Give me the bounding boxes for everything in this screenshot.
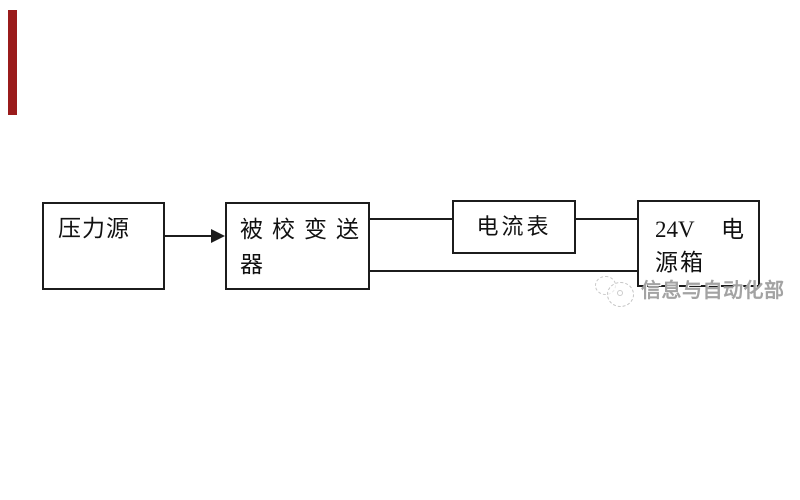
ammeter-label: 电流表 <box>476 214 552 239</box>
power-supply-label-line2: 源箱 <box>655 250 705 275</box>
signal-wire-transmitter-to-ammeter <box>370 218 452 220</box>
return-wire-transmitter-to-power <box>370 270 637 272</box>
transmitter-label-line2: 器 <box>240 252 263 277</box>
box-transmitter-under-test: 被校变送 器 <box>225 202 370 290</box>
box-pressure-source: 压力源 <box>42 202 165 290</box>
pressure-source-label: 压力源 <box>58 216 130 241</box>
arrowhead-right-icon <box>211 229 225 243</box>
watermark-text: 信息与自动化部 <box>641 280 785 302</box>
box-ammeter: 电流表 <box>452 200 576 254</box>
watermark: 信息与自动化部 <box>593 272 785 314</box>
transmitter-label-line1: 被校变送 <box>240 217 368 242</box>
red-accent-bar <box>8 10 17 115</box>
signal-wire-ammeter-to-power <box>576 218 637 220</box>
box-24v-power-supply: 24V 电 源箱 <box>637 200 760 287</box>
power-supply-voltage: 24V <box>655 217 695 242</box>
power-supply-label-char: 电 <box>721 217 744 242</box>
arrow-connector-line <box>165 235 212 237</box>
wechat-moon-logo-icon <box>593 272 639 314</box>
power-supply-label-line1: 24V 电 <box>655 218 744 241</box>
